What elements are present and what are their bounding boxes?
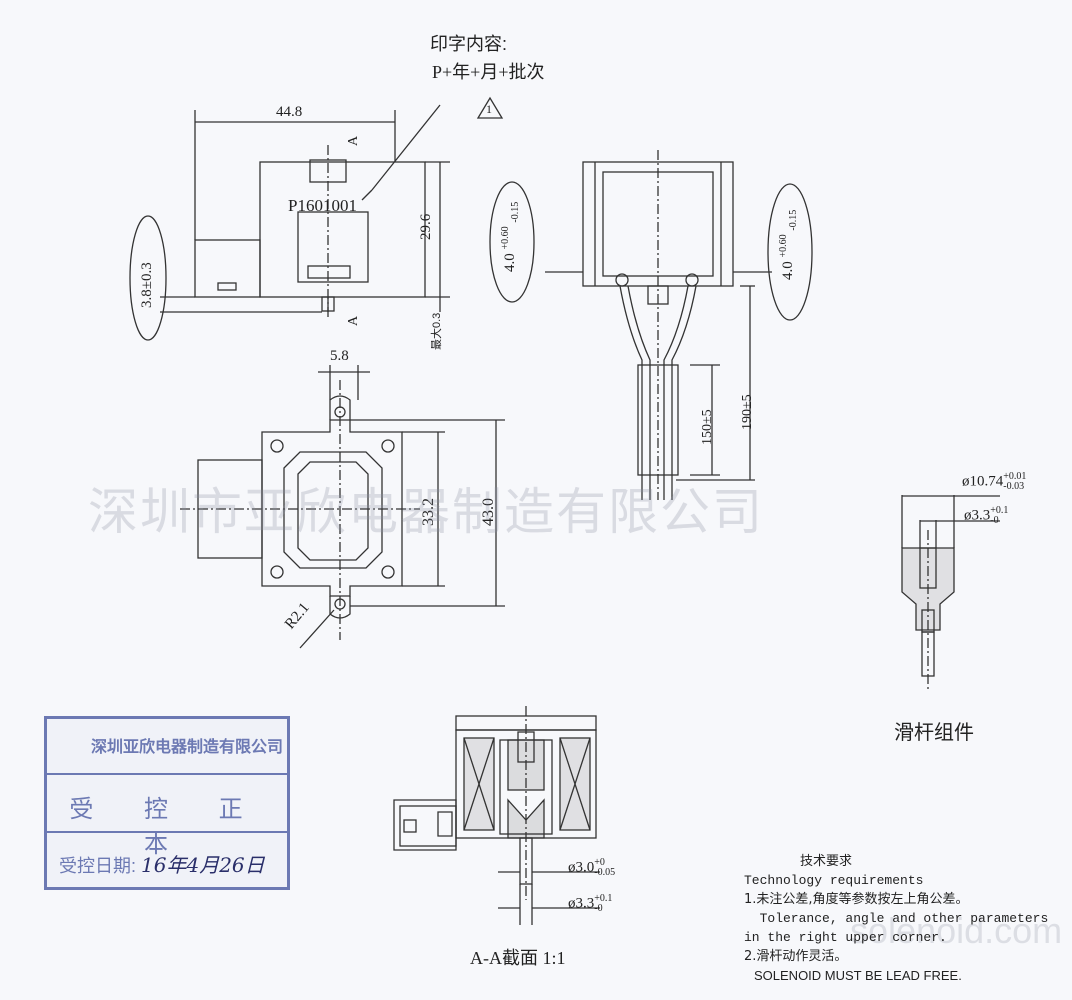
tol-left-sub: -0.15 (510, 201, 521, 223)
section-dia-b-value: ø3.3 (568, 895, 595, 912)
tol-right-sub: -0.15 (788, 209, 799, 231)
tech-item1-en2: in the right upper corner. (744, 930, 947, 945)
stamp-date-label: 受控日期: (59, 856, 137, 876)
tol-right: 4.0 +0.60 -0.15 (778, 210, 799, 280)
section-dia-b-sup: +0.1 (594, 893, 613, 904)
plunger-dia-inner-value: ø3.3 (964, 507, 991, 524)
plunger-dia-outer-value: ø10.74 (962, 473, 1004, 490)
tol-left-value: 4.0 (502, 253, 518, 272)
section-dia-a: ø3.0+0-0.05 (568, 858, 615, 878)
bottom-view (180, 365, 505, 649)
part-code: P1601001 (288, 196, 357, 215)
tech-title-en: Technology requirements (744, 873, 924, 888)
plunger-dia-outer-sub: -0.03 (1003, 481, 1025, 492)
print-note-line1: 印字内容: (430, 34, 508, 54)
plunger-dia-inner: ø3.3+0.1-0 (964, 506, 1008, 526)
stamp-date-row: 受控日期: 16年4月26日 (47, 833, 287, 889)
section-dia-a-sup: +0 (594, 857, 605, 868)
site-watermark: solenoid.com (850, 910, 1063, 951)
dim-pin-offset: 3.8±0.3 (139, 262, 155, 308)
side-view (489, 150, 813, 500)
section-caption: A-A截面 1:1 (470, 948, 566, 968)
stamp-company: 深圳亚欣电器制造有限公司 (47, 719, 287, 775)
tech-requirements: 技术要求 Technology requirements 1.未注公差,角度等参… (744, 852, 1048, 985)
section-view (393, 706, 600, 925)
dim-width: 44.8 (276, 104, 303, 120)
plunger-dia-outer: ø10.74+0.01-0.03 (962, 472, 1026, 492)
dim-height: 29.6 (418, 213, 434, 240)
plunger-dia-inner-sub: -0 (990, 515, 999, 526)
max-note: 最大0.3 (431, 312, 443, 350)
plunger-caption: 滑杆组件 (894, 722, 974, 744)
stamp-controlled: 受 控 正 本 (47, 777, 287, 858)
lead-long: 190±5 (740, 394, 755, 430)
tech-item1-en: Tolerance, angle and other parameters (744, 911, 1049, 926)
tol-right-sup: +0.60 (778, 234, 789, 258)
controlled-copy-stamp: 深圳亚欣电器制造有限公司 受 控 正 本 受控日期: 16年4月26日 (44, 716, 290, 890)
section-dia-b: ø3.3+0.1-0 (568, 894, 612, 914)
top-view (129, 96, 504, 341)
tol-left-sup: +0.60 (500, 226, 511, 250)
section-dia-a-value: ø3.0 (568, 859, 595, 876)
tech-item3: SOLENOID MUST BE LEAD FREE. (754, 968, 962, 983)
tech-item2: 2.滑杆动作灵活。 (744, 949, 848, 964)
dim-tab-width: 5.8 (330, 348, 349, 364)
tech-title: 技术要求 (800, 854, 853, 869)
plunger-view (901, 495, 1000, 690)
section-mark-top: A (346, 135, 361, 146)
lead-short: 150±5 (700, 409, 715, 445)
print-note-line2: P+年+月+批次 (432, 62, 545, 82)
company-watermark: 深圳市亚欣电器制造有限公司 (88, 483, 764, 541)
plunger-dia-outer-sup: +0.01 (1003, 471, 1027, 482)
revision-marker: 1 (486, 102, 492, 116)
stamp-date-value: 16年4月26日 (141, 853, 265, 877)
plunger-dia-inner-sup: +0.1 (990, 505, 1009, 516)
tol-left: 4.0 +0.60 -0.15 (500, 202, 521, 272)
section-dia-b-sub: -0 (594, 903, 603, 914)
section-dia-a-sub: -0.05 (594, 867, 616, 878)
section-mark-bottom: A (346, 315, 361, 326)
tech-item1: 1.未注公差,角度等参数按左上角公差。 (744, 892, 969, 907)
tol-right-value: 4.0 (780, 261, 796, 280)
